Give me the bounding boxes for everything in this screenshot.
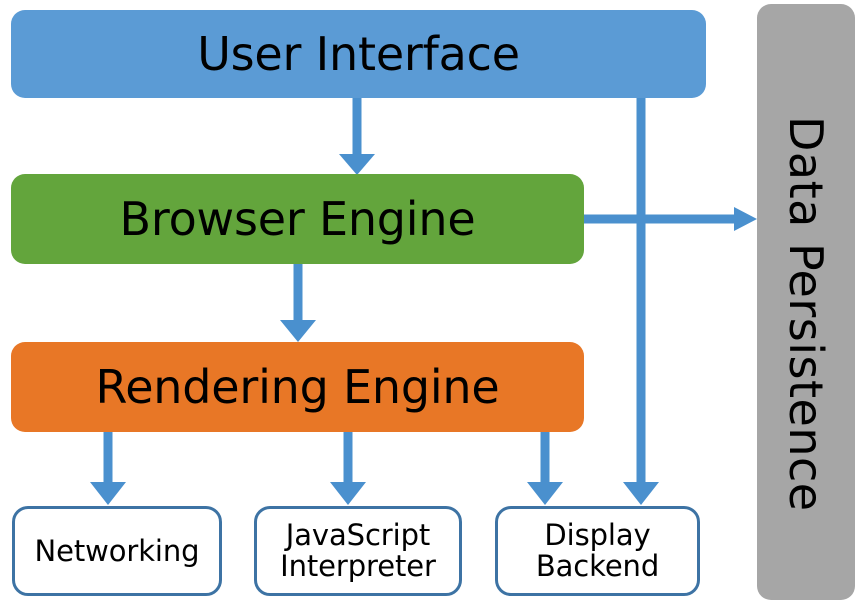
- connector-ui-to-browser-engine: [339, 98, 375, 175]
- connector-browser-engine-to-rendering-engine: [280, 264, 316, 342]
- connector-rendering-engine-to-javascript-interpreter: [330, 432, 366, 505]
- node-javascript-interpreter[interactable]: JavaScript Interpreter: [254, 506, 462, 596]
- node-browser-engine[interactable]: Browser Engine: [11, 174, 584, 264]
- connector-rendering-engine-to-display-backend: [527, 432, 563, 505]
- node-display-backend[interactable]: Display Backend: [495, 506, 700, 596]
- node-rendering-engine[interactable]: Rendering Engine: [11, 342, 584, 432]
- connector-rendering-engine-to-networking: [90, 432, 126, 505]
- node-data-persistence-label: Data Persistence: [779, 116, 833, 512]
- connector-browser-engine-to-data-persistence: [584, 207, 757, 231]
- node-data-persistence[interactable]: Data Persistence: [757, 4, 855, 600]
- node-user-interface[interactable]: User Interface: [11, 10, 706, 98]
- node-networking[interactable]: Networking: [12, 506, 222, 596]
- connector-ui-to-display-backend: [623, 98, 659, 505]
